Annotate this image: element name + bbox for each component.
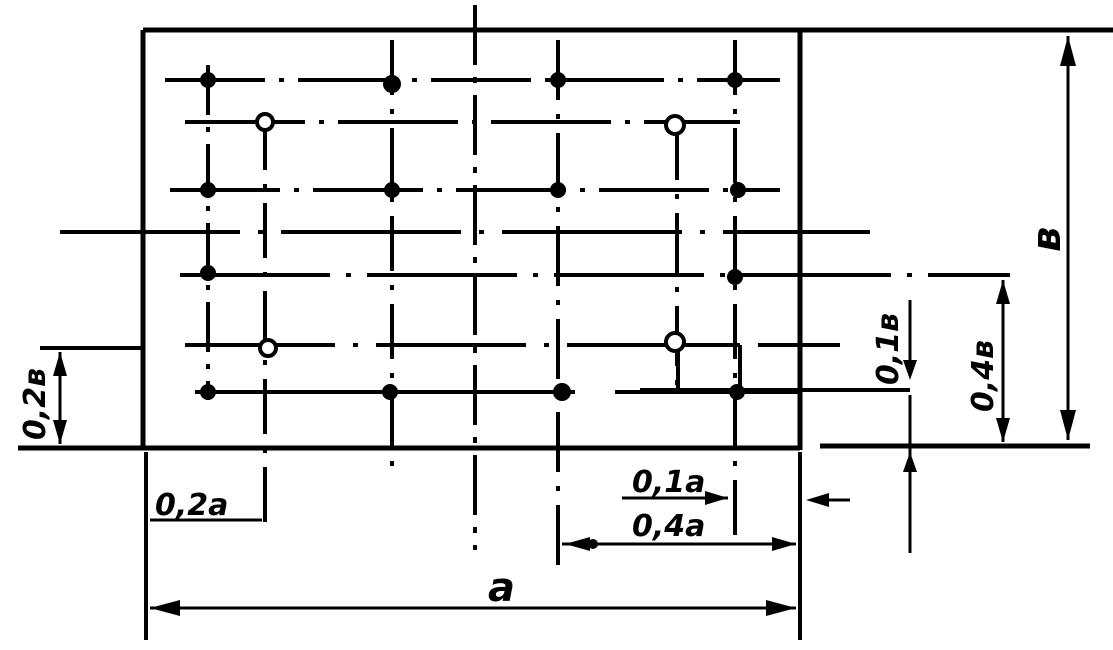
filled-node [200, 384, 216, 400]
open-node [664, 114, 686, 136]
dimension-width-a: a [144, 452, 802, 640]
width-label: a [488, 565, 515, 611]
arrow-right-icon [772, 537, 796, 551]
vertical-large-label: 0,4в [966, 340, 1001, 412]
height-label: в [1024, 227, 1070, 252]
open-node [258, 338, 278, 358]
arrow-up-icon [903, 452, 917, 472]
filled-node [550, 72, 566, 88]
arrow-down-icon [903, 360, 917, 380]
vertical-small-label: 0,1в [871, 313, 906, 385]
arrow-down-icon [996, 418, 1010, 442]
dimension-right-spacing-small: 0,1a [622, 465, 850, 507]
filled-node [200, 182, 216, 198]
left-offset-label: 0,2a [155, 488, 228, 523]
dimension-left-offset: 0,2a [150, 488, 262, 523]
filled-node [727, 269, 743, 285]
filled-node [382, 384, 398, 400]
right-spacing-large-label: 0,4a [632, 509, 705, 544]
arrow-right-icon [705, 491, 728, 505]
filled-node [200, 265, 216, 281]
arrow-right-icon [766, 600, 796, 616]
dimension-bottom-offset: 0,2в [18, 346, 143, 444]
filled-node [730, 182, 746, 198]
arrow-down-icon [53, 420, 67, 444]
filled-node [729, 384, 745, 400]
dimension-right-spacing-large: 0,4a [562, 509, 796, 551]
filled-node [384, 182, 400, 198]
plate-outline [18, 27, 1113, 451]
filled-nodes [200, 72, 746, 401]
filled-node [550, 182, 566, 198]
arrow-up-icon [1060, 36, 1076, 66]
open-nodes [255, 112, 686, 358]
dimension-height-b: в [1024, 36, 1076, 440]
dimension-vertical-small: 0,1в [871, 300, 917, 553]
filled-node [200, 72, 216, 88]
arrow-dot-icon [588, 539, 598, 549]
arrow-up-icon [996, 280, 1010, 304]
horizontal-grid-lines [60, 78, 1010, 394]
bottom-offset-label: 0,2в [18, 368, 53, 440]
arrow-up-icon [53, 352, 67, 376]
arrow-left-icon [806, 493, 829, 507]
arrow-left-icon [150, 600, 180, 616]
filled-node [553, 383, 571, 401]
filled-node [727, 72, 743, 88]
dimension-vertical-large: 0,4в [966, 280, 1010, 442]
arrow-left-icon [565, 537, 590, 551]
right-spacing-small-label: 0,1a [632, 465, 705, 500]
open-node [255, 112, 275, 132]
filled-node [383, 75, 401, 93]
arrow-down-icon [1060, 410, 1076, 440]
open-node [664, 331, 686, 353]
